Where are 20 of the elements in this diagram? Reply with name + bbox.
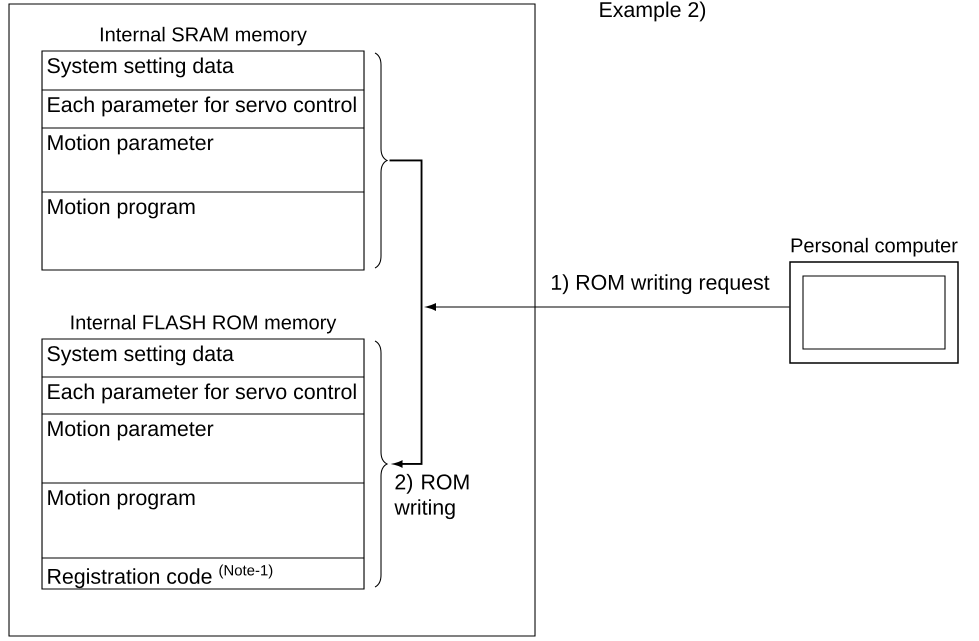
memory-row: Motion parameter [41, 127, 365, 193]
example-title: Example 2) [600, 2, 706, 22]
memory-row: Motion program [41, 482, 365, 559]
computer-box: Personal computer [789, 238, 959, 364]
arrow [426, 303, 790, 311]
node-label: Internal SRAM memory [100, 26, 307, 46]
memory-row: Each parameter for servo control [41, 376, 365, 415]
memory-row: Motion program [41, 191, 365, 271]
memory-row: System setting data [41, 50, 365, 91]
node-label: Personal computer [792, 238, 958, 256]
module-frame [8, 3, 536, 637]
memory-row: System setting data [41, 338, 365, 378]
edge-label: 2) ROM writing [393, 472, 474, 520]
node-label: Internal FLASH ROM memory [71, 314, 336, 334]
memory-row: Each parameter for servo control [41, 89, 365, 129]
memory-row: Registration code $^{(Note-1)}$ [41, 557, 365, 590]
memory-row: Motion parameter [41, 413, 365, 484]
edge-label: 1) ROM writing request [549, 272, 771, 296]
arrow [390, 160, 422, 468]
software-box [802, 275, 946, 350]
